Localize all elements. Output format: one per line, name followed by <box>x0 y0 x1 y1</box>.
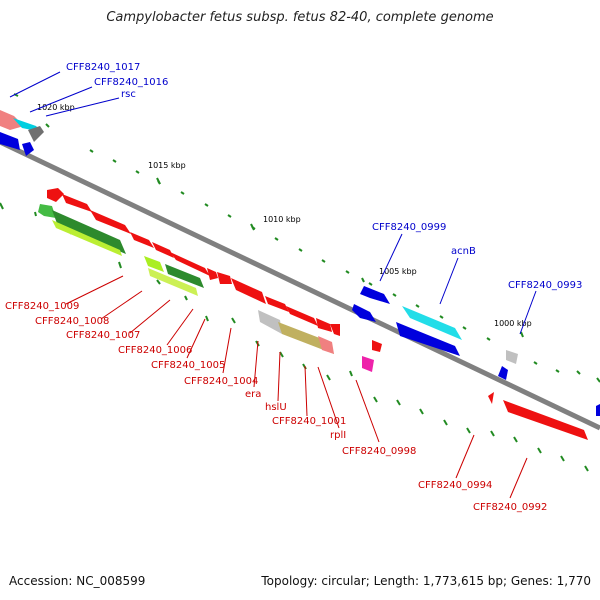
gene-label: CFF8240_1004 <box>184 376 258 387</box>
gene-label: CFF8240_0993 <box>508 280 582 291</box>
genes-upper-left <box>0 110 44 156</box>
gene-label: CFF8240_1009 <box>5 301 79 312</box>
accession-text: Accession: NC_008599 <box>9 574 146 588</box>
gene-label: rsc <box>121 89 136 100</box>
genes-lower-left <box>38 188 340 354</box>
gene-label: CFF8240_1001 <box>272 416 346 427</box>
gene-label: era <box>245 389 261 400</box>
scale-label: 1005 kbp <box>379 267 417 276</box>
map-title: Campylobacter fetus subsp. fetus 82-40, … <box>106 10 494 25</box>
scale-label: 1015 kbp <box>148 161 186 170</box>
gene-label: hslU <box>265 402 287 413</box>
scale-label: 1000 kbp <box>494 319 532 328</box>
gene-label: CFF8240_1016 <box>94 77 168 88</box>
gene-label: CFF8240_1017 <box>66 62 140 73</box>
scale-label: 1020 kbp <box>37 103 75 112</box>
gene-label: CFF8240_1005 <box>151 360 225 371</box>
gene-label: CFF8240_0998 <box>342 446 416 457</box>
gene-1017 <box>28 126 44 142</box>
gene-fwd-a <box>0 132 20 150</box>
gene-label: CFF8240_0992 <box>473 502 547 513</box>
gene-fwd-b <box>22 142 34 156</box>
genome-backbone <box>0 139 600 431</box>
gene-label: rplI <box>330 430 346 441</box>
topology-text: Topology: circular; Length: 1,773,615 bp… <box>261 574 591 588</box>
gene-label: CFF8240_1006 <box>118 345 192 356</box>
gene-label: CFF8240_0999 <box>372 222 446 233</box>
scale-ticks <box>0 93 600 472</box>
scale-label: 1010 kbp <box>263 215 301 224</box>
gene-rsc <box>0 110 24 130</box>
genes-right <box>352 286 600 440</box>
gene-label: CFF8240_1008 <box>35 316 109 327</box>
gene-label: CFF8240_0994 <box>418 480 492 491</box>
gene-label: CFF8240_1007 <box>66 330 140 341</box>
gene-label: acnB <box>451 246 476 257</box>
